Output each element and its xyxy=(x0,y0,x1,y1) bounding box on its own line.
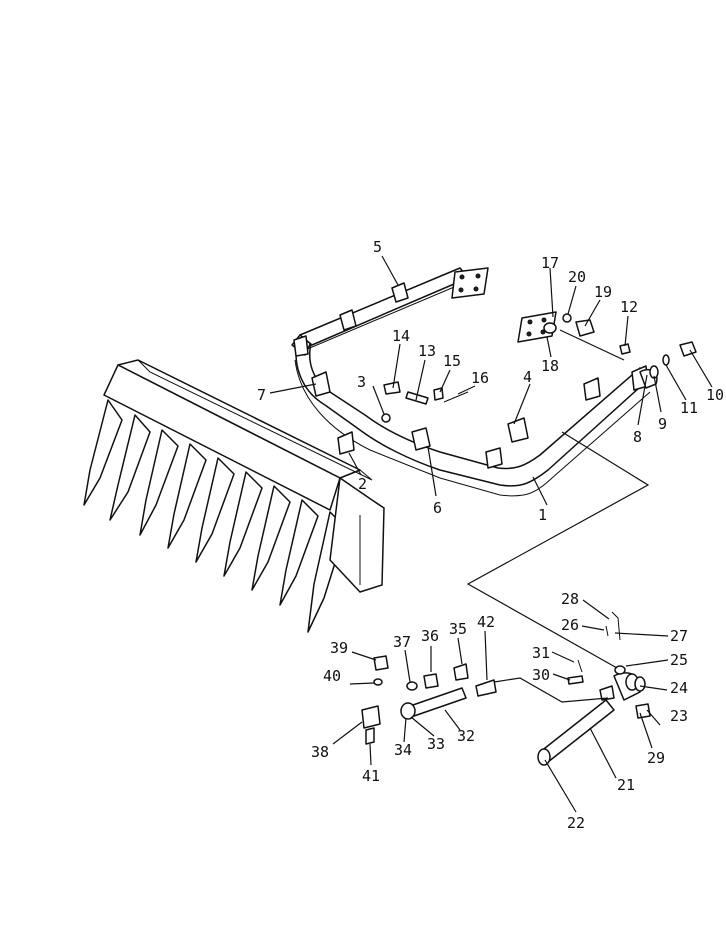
callout-33: 33 xyxy=(427,735,445,753)
callout-9: 9 xyxy=(658,415,667,433)
callout-5: 5 xyxy=(373,238,382,256)
callout-4: 4 xyxy=(523,368,532,386)
callout-39: 39 xyxy=(330,639,348,657)
callout-14: 14 xyxy=(392,327,410,345)
callout-22: 22 xyxy=(567,814,585,832)
callout-29: 29 xyxy=(647,749,665,767)
callout-12: 12 xyxy=(620,298,638,316)
callout-16: 16 xyxy=(471,369,489,387)
callout-32: 32 xyxy=(457,727,475,745)
callout-10: 10 xyxy=(706,386,724,404)
callout-35: 35 xyxy=(449,620,467,638)
callout-25: 25 xyxy=(670,651,688,669)
callout-13: 13 xyxy=(418,342,436,360)
callout-18: 18 xyxy=(541,357,559,375)
callout-24: 24 xyxy=(670,679,688,697)
callout-28: 28 xyxy=(561,590,579,608)
callout-6: 6 xyxy=(433,499,442,517)
callout-34: 34 xyxy=(394,741,412,759)
callout-27: 27 xyxy=(670,627,688,645)
callout-40: 40 xyxy=(323,667,341,685)
callout-26: 26 xyxy=(561,616,579,634)
callout-8: 8 xyxy=(633,428,642,446)
callout-41: 41 xyxy=(362,767,380,785)
callout-36: 36 xyxy=(421,627,439,645)
callout-21: 21 xyxy=(617,776,635,794)
callout-2: 2 xyxy=(358,475,367,493)
callout-15: 15 xyxy=(443,352,461,370)
callout-38: 38 xyxy=(311,743,329,761)
callout-37: 37 xyxy=(393,633,411,651)
callout-30: 30 xyxy=(532,666,550,684)
bottom-assembly xyxy=(361,611,651,766)
callout-7: 7 xyxy=(257,386,266,404)
callout-3: 3 xyxy=(357,373,366,391)
leader-lines xyxy=(269,255,713,813)
callout-23: 23 xyxy=(670,707,688,725)
callout-42: 42 xyxy=(477,613,495,631)
callout-19: 19 xyxy=(594,283,612,301)
callout-20: 20 xyxy=(568,268,586,286)
callout-labels: 1 2 3 4 5 6 7 8 9 10 11 12 13 14 15 16 1… xyxy=(257,238,724,832)
rake-blade xyxy=(83,359,385,633)
callout-17: 17 xyxy=(541,254,559,272)
callout-11: 11 xyxy=(680,399,698,417)
top-right-parts xyxy=(381,311,697,423)
callout-31: 31 xyxy=(532,644,550,662)
callout-1: 1 xyxy=(538,506,547,524)
